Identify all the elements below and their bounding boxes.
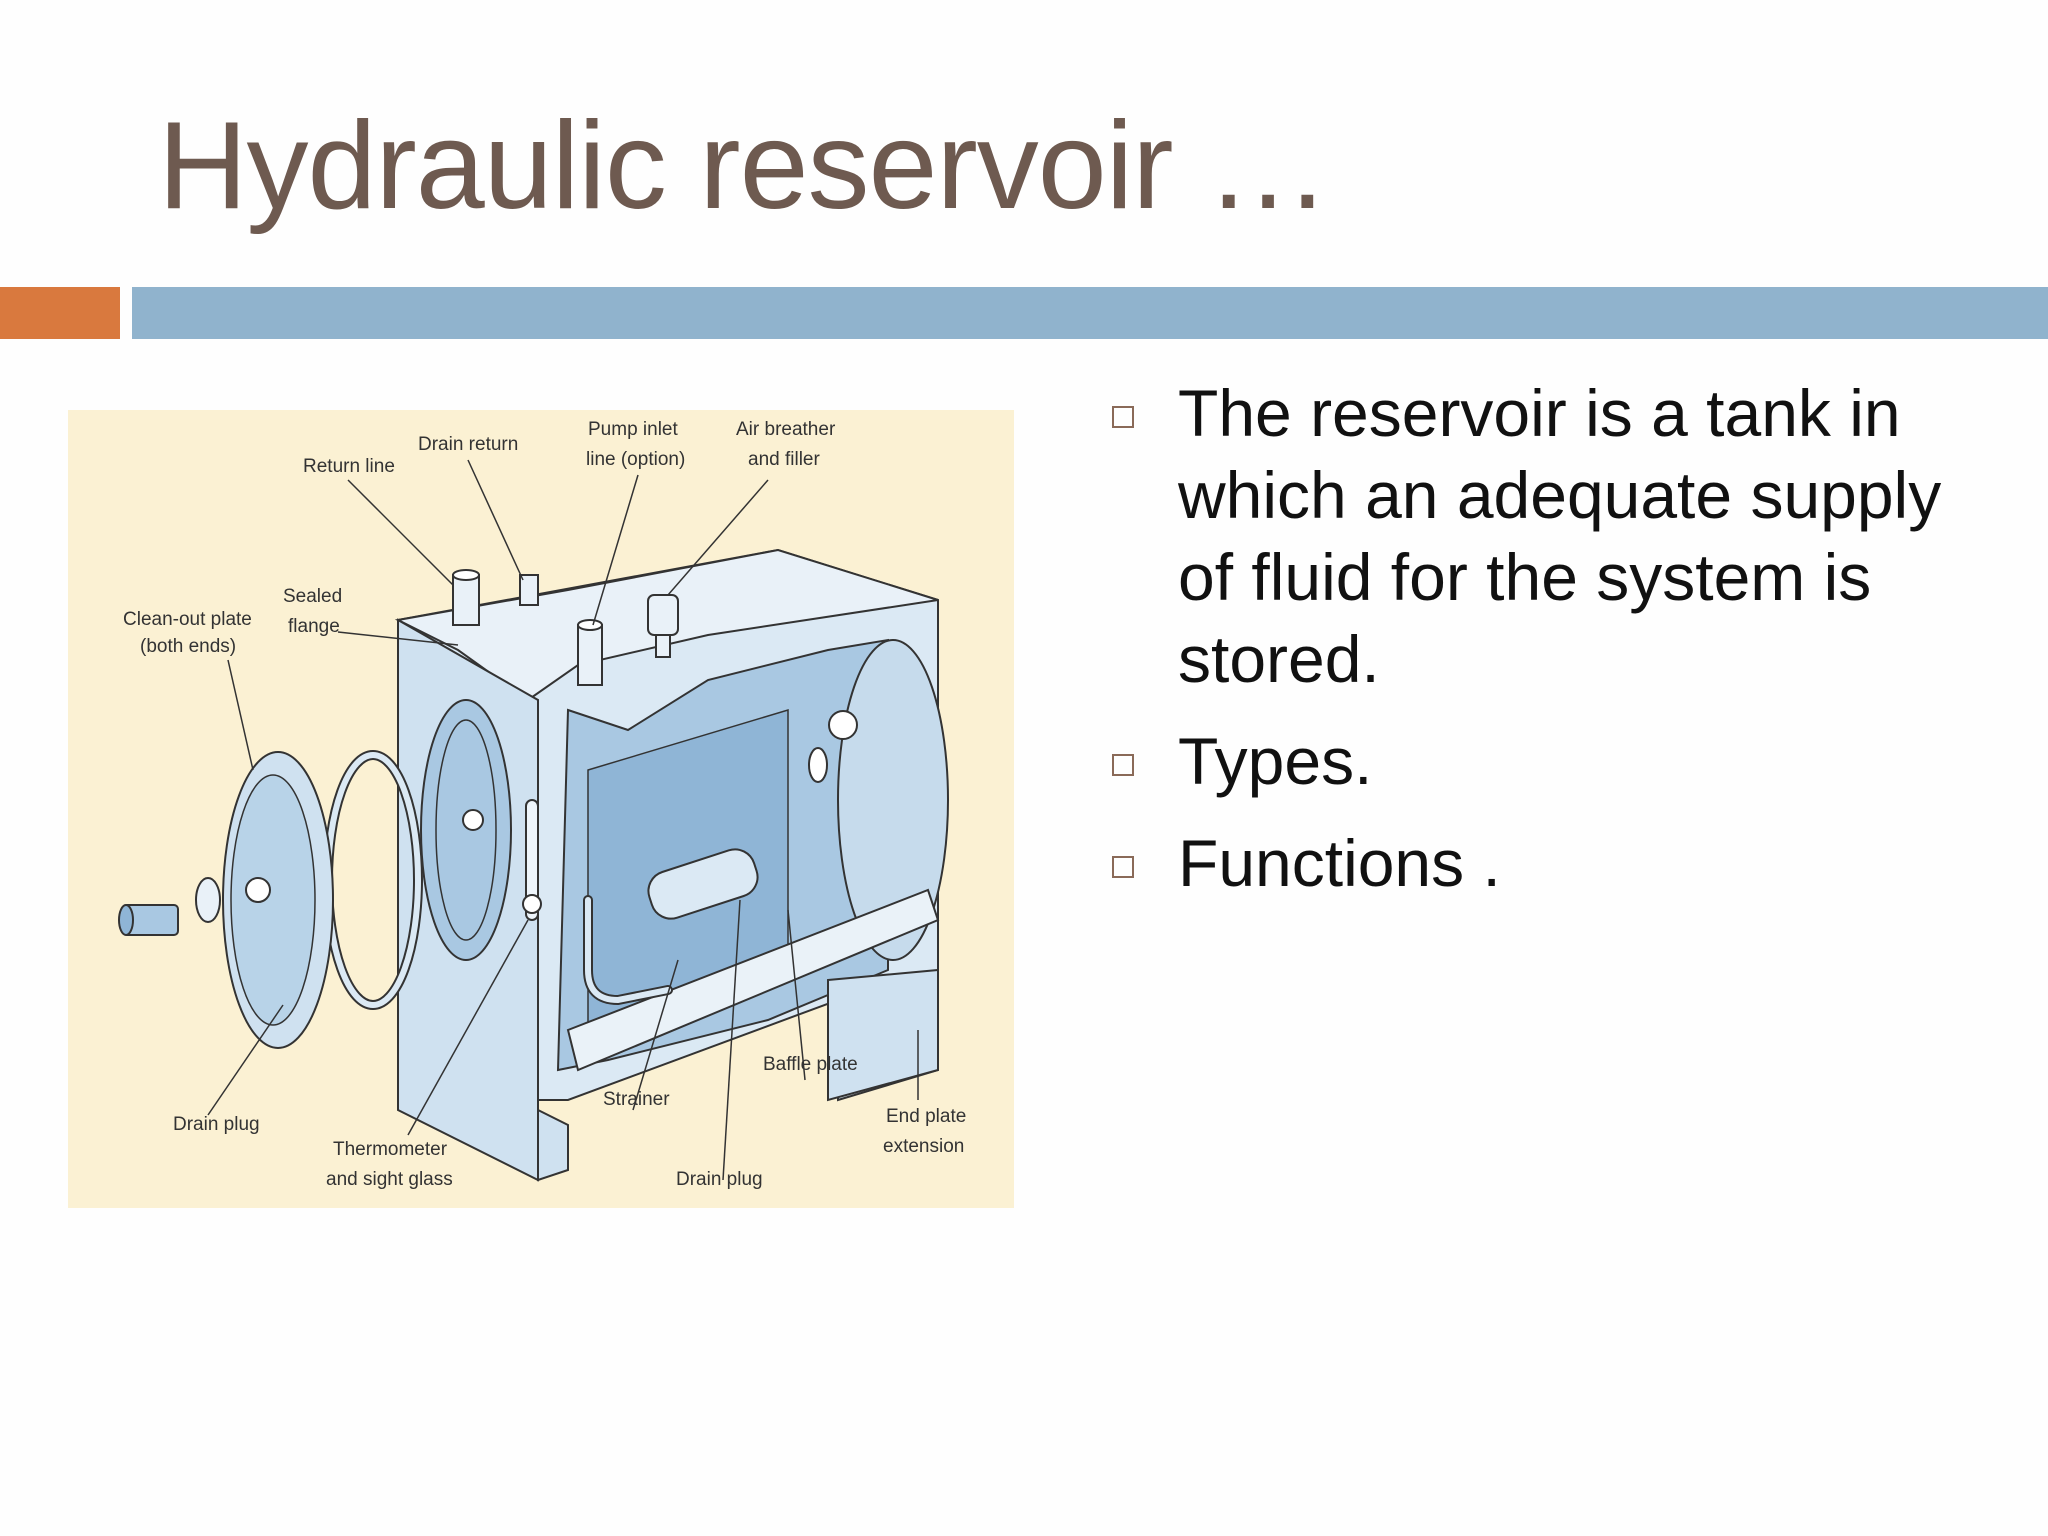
square-bullet-icon [1112, 406, 1134, 428]
square-bullet-icon [1112, 754, 1134, 776]
bullet-list: The reservoir is a tank in which an adeq… [1104, 372, 2004, 924]
label-drain-return: Drain return [418, 434, 518, 455]
bullet-item: The reservoir is a tank in which an adeq… [1104, 372, 2004, 700]
label-sealed-1: Sealed [283, 586, 342, 607]
bullet-item: Functions . [1104, 822, 2004, 904]
label-end-plate-2: extension [883, 1136, 964, 1157]
label-air-breather-2: and filler [748, 449, 820, 470]
label-baffle-plate: Baffle plate [763, 1054, 858, 1075]
label-return-line: Return line [303, 456, 395, 477]
label-drain-plug-bottom: Drain plug [676, 1169, 763, 1190]
reservoir-diagram: Return line Drain return Pump inlet line… [68, 410, 1014, 1208]
bullet-text: Functions . [1178, 826, 1501, 900]
label-sealed-2: flange [288, 616, 340, 637]
label-pump-inlet-1: Pump inlet [588, 419, 678, 440]
label-thermometer-1: Thermometer [333, 1139, 448, 1160]
bullet-text: The reservoir is a tank in which an adeq… [1178, 376, 1942, 696]
label-cleanout-1: Clean-out plate [123, 609, 252, 630]
slide-title: Hydraulic reservoir … [158, 97, 1330, 235]
bullet-item: Types. [1104, 720, 2004, 802]
square-bullet-icon [1112, 856, 1134, 878]
label-thermometer-2: and sight glass [326, 1169, 453, 1190]
label-cleanout-2: (both ends) [140, 636, 236, 657]
title-accent-bar-blue [132, 287, 2048, 339]
label-pump-inlet-2: line (option) [586, 449, 685, 470]
label-strainer: Strainer [603, 1089, 670, 1110]
bullet-text: Types. [1178, 724, 1373, 798]
label-air-breather-1: Air breather [736, 419, 836, 440]
label-drain-plug-left: Drain plug [173, 1114, 260, 1135]
label-end-plate-1: End plate [886, 1106, 966, 1127]
title-accent-bar-orange [0, 287, 120, 339]
